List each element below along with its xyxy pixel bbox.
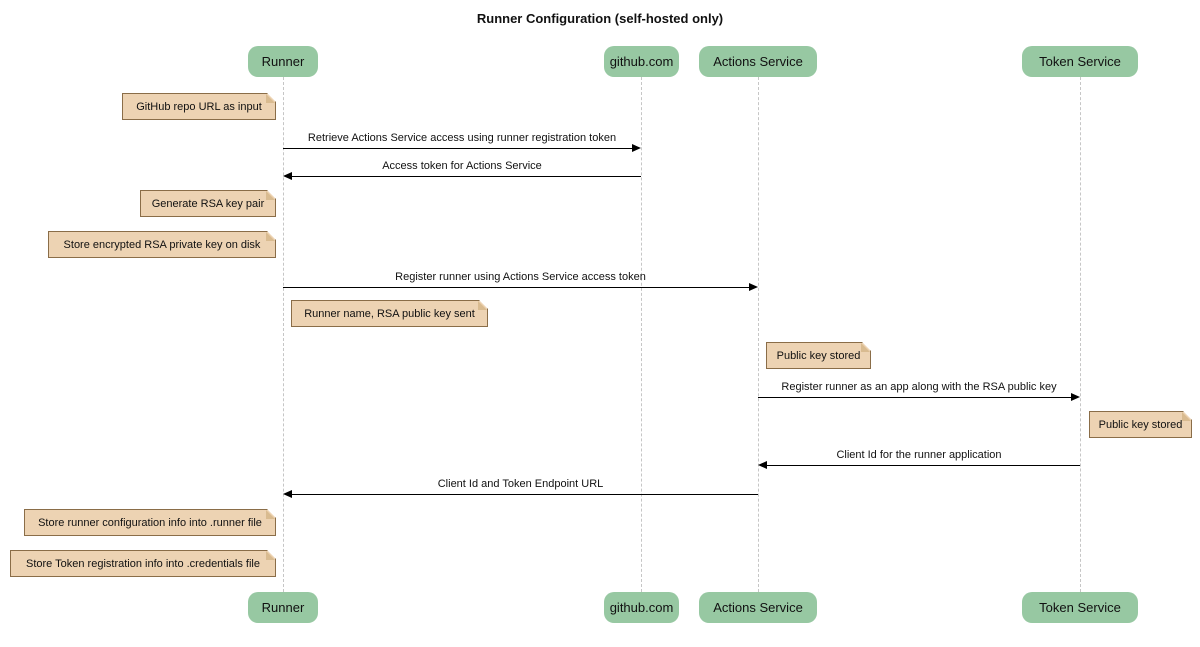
lifeline-runner <box>283 77 284 592</box>
note-text: GitHub repo URL as input <box>136 100 262 113</box>
message-label: Access token for Actions Service <box>382 160 542 172</box>
note-text: Runner name, RSA public key sent <box>304 307 475 320</box>
note-fold <box>861 343 870 352</box>
note: Store runner configuration info into .ru… <box>24 509 276 536</box>
note-text: Public key stored <box>776 349 861 362</box>
note-fold <box>266 551 275 560</box>
note-fold <box>266 510 275 519</box>
arrowhead-left-icon <box>283 490 292 498</box>
note: Store Token registration info into .cred… <box>10 550 276 577</box>
note-text: Store runner configuration info into .ru… <box>38 516 262 529</box>
message-line <box>764 465 1080 466</box>
note-fold <box>266 94 275 103</box>
note: Runner name, RSA public key sent <box>291 300 488 327</box>
lifeline-token-service <box>1080 77 1081 592</box>
note-text: Public key stored <box>1098 418 1183 431</box>
arrowhead-right-icon <box>632 144 641 152</box>
note-fold <box>266 232 275 241</box>
message-line <box>283 148 635 149</box>
arrowhead-left-icon <box>283 172 292 180</box>
note: Generate RSA key pair <box>140 190 276 217</box>
note-text: Store Token registration info into .cred… <box>26 557 260 570</box>
actor-actions-service-top: Actions Service <box>699 46 817 77</box>
note: Public key stored <box>766 342 871 369</box>
message-line <box>289 176 641 177</box>
message-label: Register runner using Actions Service ac… <box>395 271 646 283</box>
actor-github-bottom: github.com <box>604 592 679 623</box>
message-label: Client Id and Token Endpoint URL <box>437 478 604 490</box>
lifeline-github <box>641 77 642 592</box>
actor-token-service-top: Token Service <box>1022 46 1138 77</box>
message-line <box>283 287 752 288</box>
actor-github-top: github.com <box>604 46 679 77</box>
arrowhead-left-icon <box>758 461 767 469</box>
diagram-title: Runner Configuration (self-hosted only) <box>476 11 724 26</box>
note: Public key stored <box>1089 411 1192 438</box>
note-text: Store encrypted RSA private key on disk <box>63 238 261 251</box>
note: GitHub repo URL as input <box>122 93 276 120</box>
note-fold <box>1182 412 1191 421</box>
arrowhead-right-icon <box>749 283 758 291</box>
message-label: Client Id for the runner application <box>836 449 1002 461</box>
lifeline-actions-service <box>758 77 759 592</box>
actor-token-service-bottom: Token Service <box>1022 592 1138 623</box>
note-fold <box>266 191 275 200</box>
actor-runner-bottom: Runner <box>248 592 318 623</box>
message-label: Retrieve Actions Service access using ru… <box>307 132 617 144</box>
arrowhead-right-icon <box>1071 393 1080 401</box>
note-fold <box>478 301 487 310</box>
actor-runner-top: Runner <box>248 46 318 77</box>
message-label: Register runner as an app along with the… <box>781 381 1057 393</box>
actor-actions-service-bottom: Actions Service <box>699 592 817 623</box>
message-line <box>758 397 1074 398</box>
note: Store encrypted RSA private key on disk <box>48 231 276 258</box>
note-text: Generate RSA key pair <box>151 197 265 210</box>
message-line <box>289 494 758 495</box>
